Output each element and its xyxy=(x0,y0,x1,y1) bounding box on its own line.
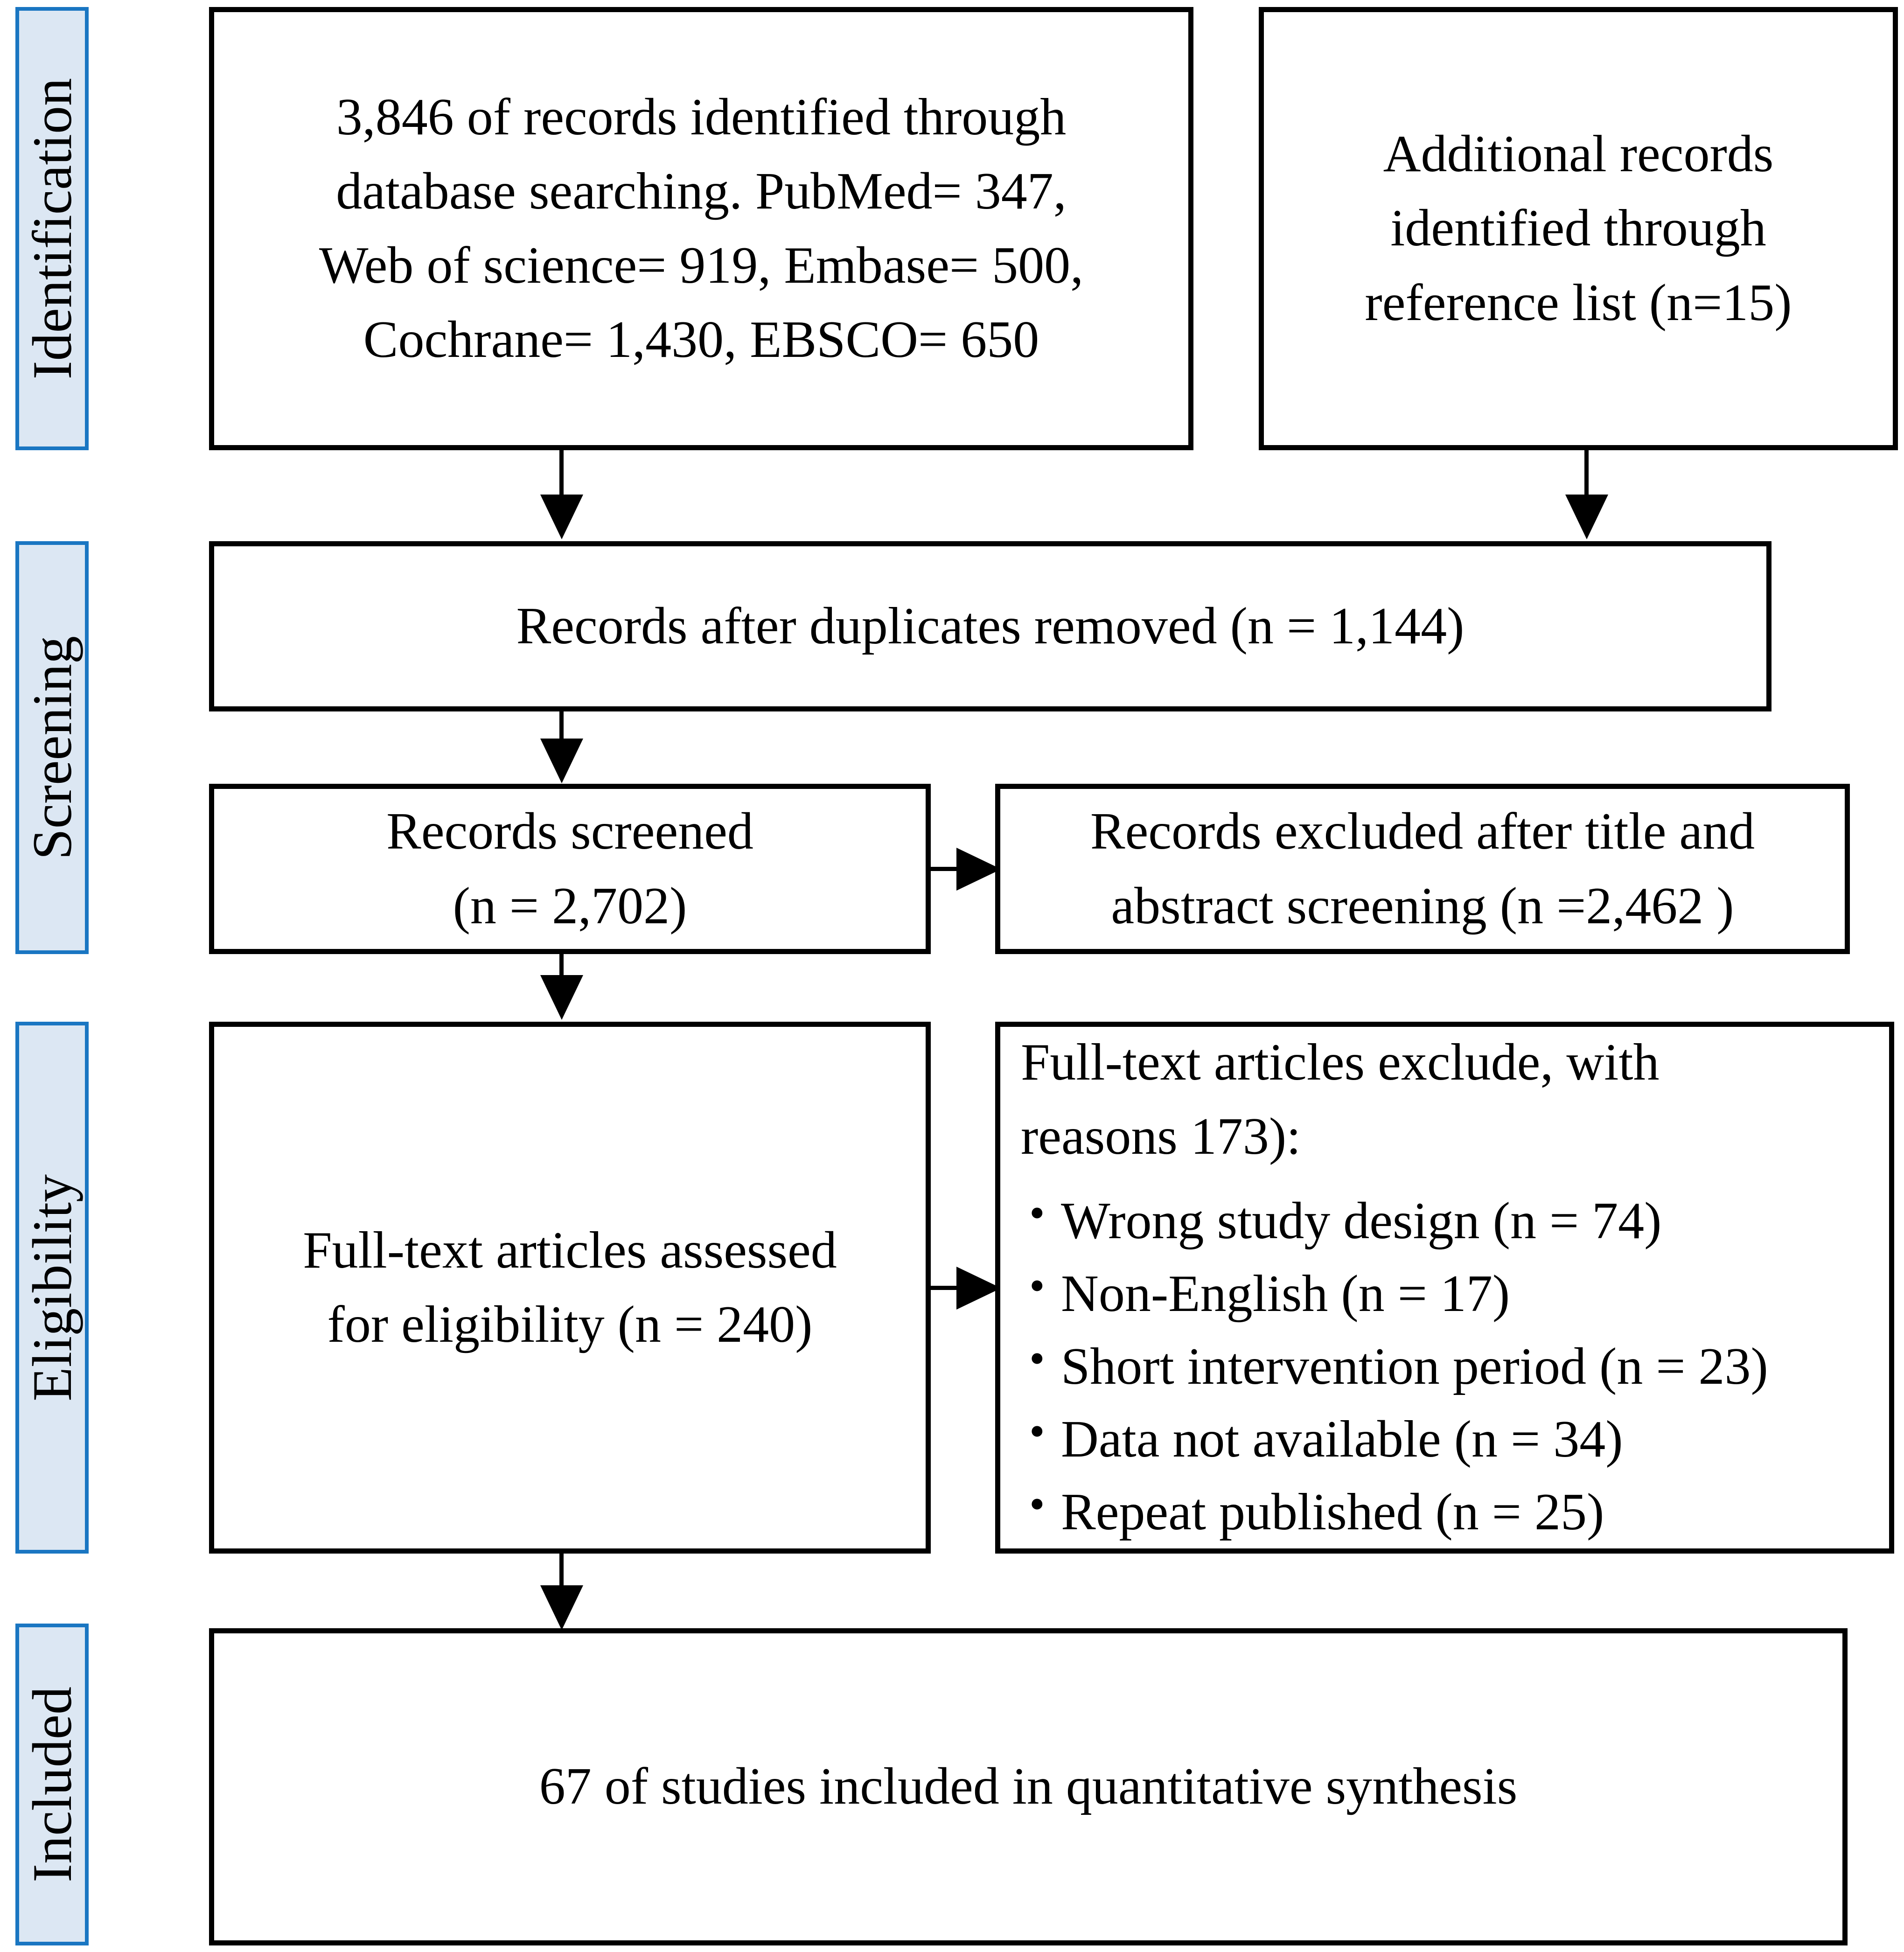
arrowhead-screened-to-fulltext xyxy=(540,975,583,1020)
box-additional-records-text: Additional records identified through re… xyxy=(1346,117,1810,340)
text-line: Full-text articles exclude, with xyxy=(1021,1033,1660,1091)
phase-identification: Identification xyxy=(15,7,89,450)
text-line: reasons 173): xyxy=(1021,1107,1301,1165)
connector-identified-to-duplicates xyxy=(559,450,564,497)
connector-screened-to-fulltext xyxy=(559,954,564,976)
box-fulltext-assessed: Full-text articles assessed for eligibil… xyxy=(209,1022,931,1554)
box-studies-included-text: 67 of studies included in quantitative s… xyxy=(521,1750,1536,1824)
box-records-excluded-text: Records excluded after title and abstrac… xyxy=(1072,795,1773,943)
box-records-identified: 3,846 of records identified through data… xyxy=(209,7,1193,450)
text-line: abstract screening (n =2,462 ) xyxy=(1111,877,1734,935)
connector-fulltext-to-included xyxy=(559,1554,564,1587)
text-line: 3,846 of records identified through xyxy=(336,88,1067,146)
arrowhead-duplicates-to-screened xyxy=(540,739,583,783)
text-line: Records after duplicates removed (n = 1,… xyxy=(516,597,1465,655)
text-line: reference list (n=15) xyxy=(1365,273,1792,332)
arrowhead-fulltext-to-excluded xyxy=(956,1267,1001,1310)
list-item: Wrong study design (n = 74) xyxy=(1021,1183,1768,1256)
connector-additional-to-duplicates xyxy=(1584,450,1589,497)
box-additional-records: Additional records identified through re… xyxy=(1259,7,1898,450)
list-item: Non-English (n = 17) xyxy=(1021,1256,1768,1329)
list-item: Repeat published (n = 25) xyxy=(1021,1474,1768,1547)
text-line: Records excluded after title and xyxy=(1090,802,1755,861)
list-item: Data not available (n = 34) xyxy=(1021,1401,1768,1474)
arrowhead-fulltext-to-included xyxy=(540,1585,583,1630)
text-line: for eligibility (n = 240) xyxy=(327,1296,813,1353)
list-item: Short intervention period (n = 23) xyxy=(1021,1329,1768,1401)
box-duplicates-removed-text: Records after duplicates removed (n = 1,… xyxy=(498,589,1483,663)
box-fulltext-excluded-text: Full-text articles exclude, with reasons… xyxy=(1000,1025,1781,1550)
box-fulltext-assessed-text: Full-text articles assessed for eligibil… xyxy=(284,1213,856,1362)
text-line: Full-text articles assessed xyxy=(303,1221,837,1279)
box-records-screened: Records screened (n = 2,702) xyxy=(209,784,931,954)
arrowhead-additional-to-duplicates xyxy=(1565,495,1608,539)
phase-eligibility: Eligibility xyxy=(15,1022,89,1554)
connector-duplicates-to-screened xyxy=(559,711,564,740)
text-line: 67 of studies included in quantitative s… xyxy=(539,1757,1518,1816)
phase-identification-label: Identification xyxy=(21,77,83,380)
phase-screening-label: Screening xyxy=(21,635,83,860)
box-records-screened-text: Records screened (n = 2,702) xyxy=(368,795,772,943)
connector-fulltext-to-excluded xyxy=(931,1286,959,1290)
text-line: Records screened xyxy=(386,802,753,861)
phase-included-label: Included xyxy=(21,1687,83,1882)
box-fulltext-excluded: Full-text articles exclude, with reasons… xyxy=(995,1022,1894,1554)
text-line: (n = 2,702) xyxy=(453,877,687,935)
exclusion-reasons-list: Wrong study design (n = 74) Non-English … xyxy=(1021,1183,1768,1547)
arrowhead-identified-to-duplicates xyxy=(540,495,583,539)
text-line: Web of science= 919, Embase= 500, xyxy=(319,237,1084,294)
phase-screening: Screening xyxy=(15,541,89,954)
text-line: identified through xyxy=(1390,199,1766,258)
box-records-identified-text: 3,846 of records identified through data… xyxy=(300,80,1102,377)
text-line: database searching. PubMed= 347, xyxy=(336,162,1067,220)
box-studies-included: 67 of studies included in quantitative s… xyxy=(209,1628,1848,1945)
box-records-excluded: Records excluded after title and abstrac… xyxy=(995,784,1850,954)
text-line: Additional records xyxy=(1383,125,1774,183)
phase-eligibility-label: Eligibility xyxy=(21,1174,83,1401)
text-line: Cochrane= 1,430, EBSCO= 650 xyxy=(363,311,1039,369)
phase-included: Included xyxy=(15,1624,89,1945)
arrowhead-screened-to-excluded xyxy=(956,848,1001,891)
box-duplicates-removed: Records after duplicates removed (n = 1,… xyxy=(209,541,1771,711)
connector-screened-to-excluded xyxy=(931,867,959,871)
